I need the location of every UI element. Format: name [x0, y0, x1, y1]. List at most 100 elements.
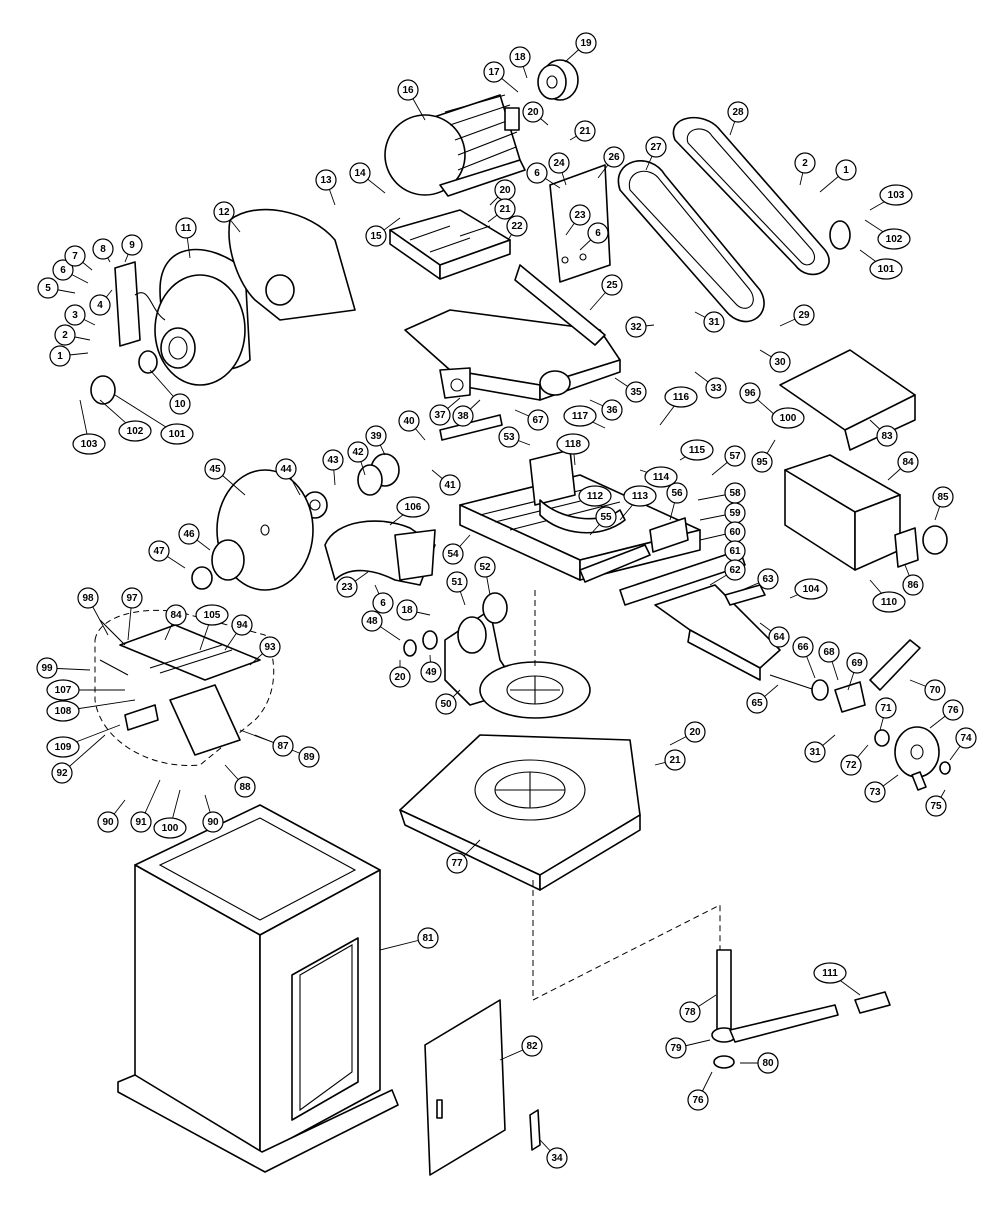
callout-87: 87: [272, 735, 294, 757]
lower-blade-guard: [324, 520, 436, 586]
callout-31: 31: [703, 311, 725, 333]
callout-label: 108: [55, 706, 72, 717]
callout-label: 29: [798, 310, 810, 321]
callout-bubble: [259, 636, 281, 658]
callout-101: 101: [160, 423, 194, 445]
callout-6: 6: [372, 592, 394, 614]
callout-label: 44: [280, 464, 292, 475]
callout-label: 84: [902, 457, 914, 468]
callout-bubble: [724, 445, 746, 467]
callout-100: 100: [771, 407, 805, 429]
callout-label: 59: [729, 508, 741, 519]
callout-label: 1: [843, 165, 849, 176]
callout-bubble: [77, 587, 99, 609]
callout-21: 21: [494, 198, 516, 220]
callout-bubble: [526, 162, 548, 184]
callout-label: 24: [553, 158, 565, 169]
callout-108: 108: [46, 700, 80, 722]
belts: [617, 116, 830, 323]
callout-label: 89: [303, 752, 315, 763]
callout-bubble: [768, 626, 790, 648]
callout-11: 11: [175, 217, 197, 239]
callout-label: 19: [580, 38, 592, 49]
callout-label: 75: [930, 801, 942, 812]
callout-110: 110: [872, 591, 906, 613]
callout-5: 5: [37, 277, 59, 299]
callout-33: 33: [705, 377, 727, 399]
callout-label: 64: [773, 632, 785, 643]
callout-label: 112: [587, 491, 604, 502]
callout-bubble: [89, 294, 111, 316]
callout-label: 83: [881, 431, 893, 442]
callout-label: 33: [710, 383, 722, 394]
callout-label: 49: [425, 667, 437, 678]
callout-67: 67: [527, 409, 549, 431]
callout-2: 2: [54, 324, 76, 346]
callout-label: 32: [630, 322, 642, 333]
callout-label: 117: [572, 411, 589, 422]
callout-label: 78: [684, 1007, 696, 1018]
callout-label: 57: [729, 451, 741, 462]
callout-label: 58: [729, 488, 741, 499]
callout-28: 28: [727, 101, 749, 123]
callout-15: 15: [365, 225, 387, 247]
callout-label: 80: [762, 1058, 774, 1069]
callout-bubble: [724, 559, 746, 581]
callout-56: 56: [666, 482, 688, 504]
callout-13: 13: [315, 169, 337, 191]
callout-21: 21: [664, 749, 686, 771]
vise-jaws: [579, 517, 746, 606]
callout-54: 54: [442, 543, 464, 565]
callout-bubble: [521, 1035, 543, 1057]
callout-bubble: [97, 811, 119, 833]
callout-label: 115: [689, 445, 706, 456]
callout-bubble: [869, 258, 903, 280]
motor: [384, 94, 526, 197]
guard-hardware: [90, 261, 166, 405]
callout-bubble: [813, 962, 847, 984]
callout-label: 18: [514, 52, 526, 63]
callout-label: 103: [81, 439, 98, 450]
callout-label: 36: [606, 405, 618, 416]
callout-84: 84: [897, 451, 919, 473]
callout-label: 56: [671, 488, 683, 499]
callout-label: 46: [183, 529, 195, 540]
callout-102: 102: [118, 420, 152, 442]
callout-label: 68: [823, 647, 835, 658]
callout-76: 76: [942, 699, 964, 721]
callout-label: 84: [170, 610, 182, 621]
callout-bubble: [680, 439, 714, 461]
callout-label: 72: [845, 760, 857, 771]
callout-label: 30: [774, 357, 786, 368]
callout-label: 9: [129, 240, 135, 251]
callout-bubble: [746, 692, 768, 714]
callout-label: 41: [444, 480, 456, 491]
callout-bubble: [234, 776, 256, 798]
callout-label: 106: [405, 502, 422, 513]
saw-blade: [191, 469, 314, 591]
callout-bubble: [563, 405, 597, 427]
callout-35: 35: [625, 381, 647, 403]
callout-bubble: [664, 386, 698, 408]
electrical-assembly: [94, 609, 275, 767]
callout-23: 23: [569, 204, 591, 226]
callout-bubble: [349, 162, 371, 184]
callout-111: 111: [813, 962, 847, 984]
callout-113: 113: [623, 485, 657, 507]
callout-bubble: [846, 652, 868, 674]
callout-label: 97: [126, 593, 138, 604]
callout-50: 50: [435, 693, 457, 715]
callout-91: 91: [130, 811, 152, 833]
callout-label: 100: [162, 823, 179, 834]
callout-bubble: [757, 1052, 779, 1074]
stand-door: [424, 999, 506, 1176]
callout-label: 13: [320, 175, 332, 186]
callout-label: 85: [937, 492, 949, 503]
callout-44: 44: [275, 458, 297, 480]
callout-label: 6: [595, 228, 601, 239]
callout-bubble: [751, 451, 773, 473]
callout-label: 38: [457, 411, 469, 422]
callout-bubble: [446, 571, 468, 593]
callout-53: 53: [498, 426, 520, 448]
